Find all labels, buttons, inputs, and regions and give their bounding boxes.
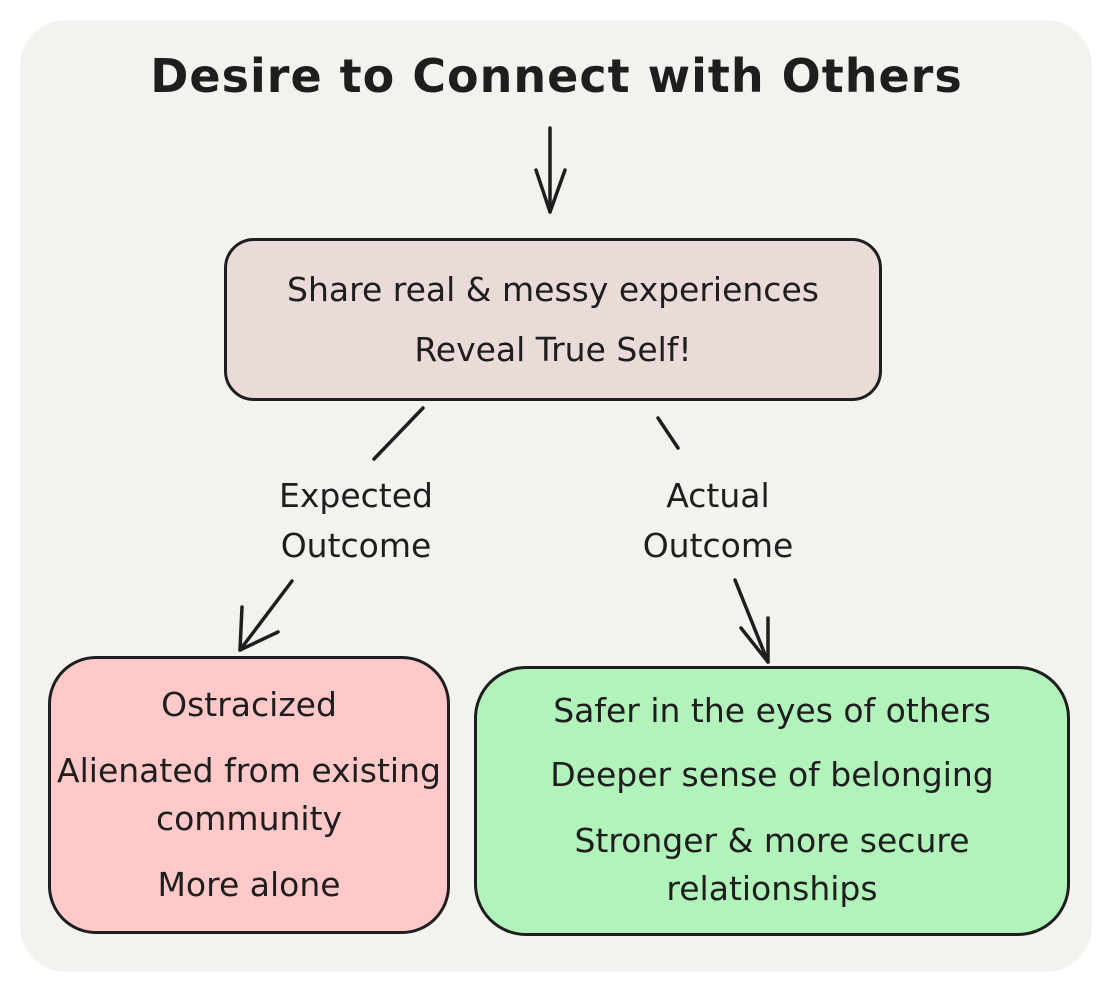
actual-outcome-item: Stronger & more secure relationships (574, 821, 970, 908)
diagram-title: Desire to Connect with Others (150, 49, 963, 103)
expected-outcome-item: Ostracized (161, 685, 337, 724)
expected-outcome-label: Expected Outcome (279, 476, 433, 565)
action-line: Share real & messy experiences (287, 269, 819, 309)
actual-outcome-item: Safer in the eyes of others (553, 691, 991, 730)
action-line: Reveal True Self! (414, 329, 692, 369)
expected-outcome-item: More alone (157, 865, 341, 904)
actual-outcome-box: Safer in the eyes of others Deeper sense… (474, 666, 1070, 936)
expected-outcome-item: Alienated from existing community (57, 751, 441, 838)
expected-outcome-box: Ostracized Alienated from existing commu… (48, 656, 450, 934)
actual-outcome-label: Actual Outcome (642, 476, 794, 565)
action-box: Share real & messy experiences Reveal Tr… (224, 238, 882, 401)
actual-outcome-item: Deeper sense of belonging (550, 755, 994, 794)
